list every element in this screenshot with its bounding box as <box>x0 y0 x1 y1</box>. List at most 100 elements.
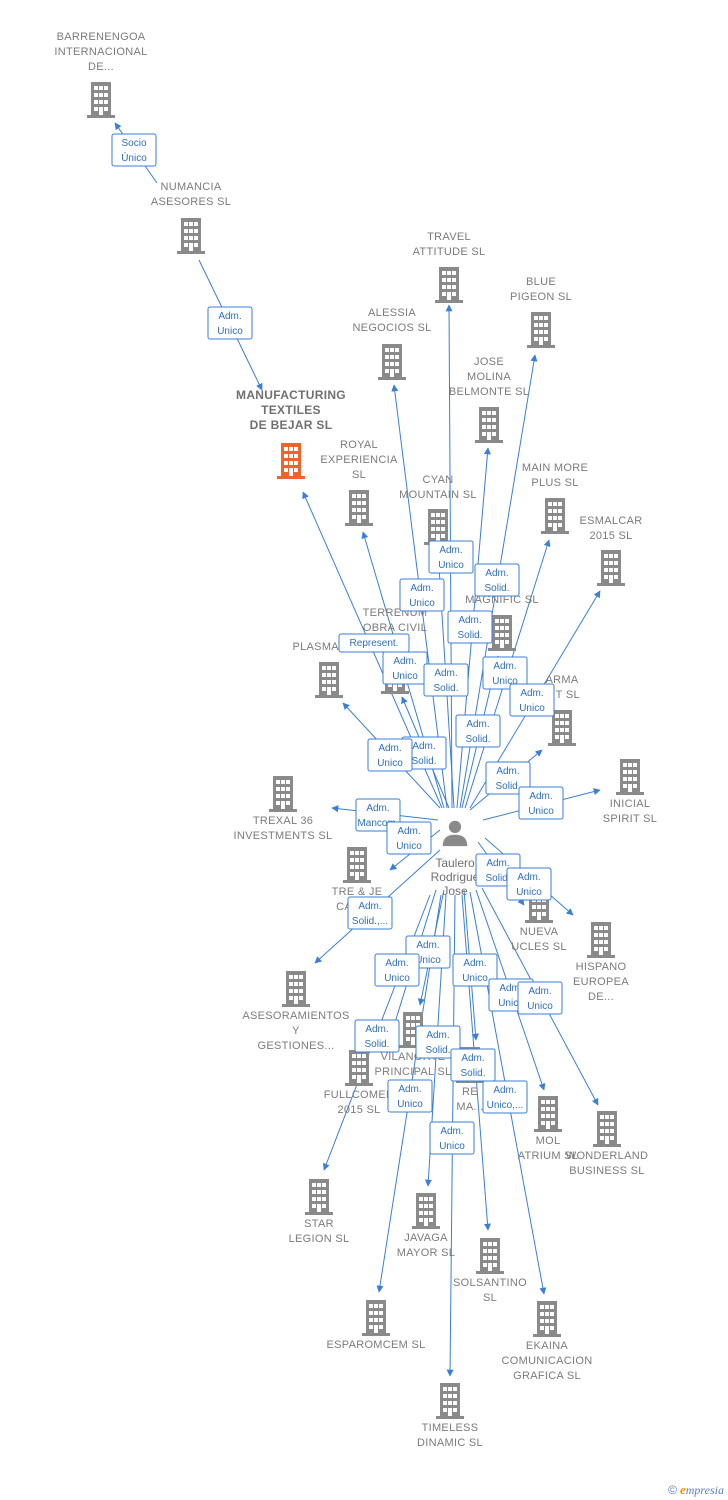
company-name: SPIRIT SL <box>603 813 657 825</box>
company-name: GESTIONES... <box>258 1040 335 1052</box>
relation-label-text: Solid. <box>465 734 490 745</box>
company-node-re[interactable]: REMA... <box>456 1047 484 1113</box>
company-name: WONDERLAND <box>566 1150 648 1162</box>
relation-label-text: Solid. <box>485 873 510 884</box>
relation-label-asesoramientos[interactable]: Adm.Solid.,... <box>347 896 393 930</box>
relation-label-mainmore[interactable]: Adm.Unico <box>482 656 528 690</box>
relation-label-text: Adm. <box>218 311 241 322</box>
relation-label-text: Adm. <box>493 661 516 672</box>
company-name: STAR <box>304 1218 334 1230</box>
relation-label-inicial[interactable]: Adm.Unico <box>518 786 564 820</box>
company-node-magnific[interactable]: MAGNIFIC SL <box>465 594 539 651</box>
relation-label-arma[interactable]: Adm.Solid. <box>485 761 531 795</box>
brand-name: mpresia <box>685 1483 724 1497</box>
person-name: Rodrigue <box>431 870 480 884</box>
relation-label-re[interactable]: Adm. Unico <box>452 953 498 987</box>
company-name: GRAFICA SL <box>513 1370 581 1382</box>
relation-label-text: Adm. <box>463 958 486 969</box>
relation-label-wonderland[interactable]: Adm.Unico <box>517 981 563 1015</box>
relation-label-tre[interactable]: Adm.Unico <box>386 821 432 855</box>
relation-label-magnific[interactable]: Adm.Solid. <box>455 714 501 748</box>
relation-label-plasma[interactable]: Adm.Unico <box>367 738 413 772</box>
relation-label-text: Unico <box>527 1001 553 1012</box>
relation-label-star[interactable]: Adm.Solid. <box>354 1019 400 1053</box>
relation-label-text: Adm. <box>385 958 408 969</box>
relation-label-text: Adm. <box>426 1030 449 1041</box>
relation-label-fullcomer[interactable]: Adm.Unico <box>374 953 420 987</box>
building-icon <box>475 407 503 443</box>
company-name: BELMONTE SL <box>449 386 529 398</box>
company-name: TREXAL 36 <box>253 815 313 827</box>
company-name: ATRIUM SL <box>518 1150 579 1162</box>
relation-label-box <box>367 738 413 772</box>
company-name: PRINCIPAL SL <box>375 1066 452 1078</box>
relation-label-esparomcem[interactable]: Adm.Unico <box>387 1079 433 1113</box>
building-icon <box>597 550 625 586</box>
relation-label-javaga[interactable]: Adm.Solid. <box>415 1025 461 1059</box>
relation-label-manufacturing[interactable]: Adm.Unico <box>207 306 253 340</box>
company-name: MOL <box>536 1135 561 1147</box>
relation-label-blue[interactable]: Adm.Solid. <box>474 563 520 597</box>
company-node-mol[interactable]: MOL ATRIUM SL <box>518 1096 579 1162</box>
relation-label-box <box>428 540 474 574</box>
relation-label-esmalcar[interactable]: Adm.Unico <box>509 683 555 717</box>
building-icon <box>362 1300 390 1336</box>
company-name: TRE & JE <box>332 886 383 898</box>
company-node-esparomcem[interactable]: ESPAROMCEM SL <box>326 1300 425 1351</box>
relation-label-jose[interactable]: Adm.Solid. <box>447 610 493 644</box>
relation-label-hispano[interactable]: Adm.Unico <box>506 867 552 901</box>
empresia-credit[interactable]: ©empresia <box>668 1482 724 1498</box>
building-icon <box>269 776 297 812</box>
relation-label-box <box>474 563 520 597</box>
company-name: OBRA CIVIL <box>363 622 427 634</box>
company-node-asesoramientos[interactable]: ASESORAMIENTOSYGESTIONES... <box>242 971 349 1052</box>
relation-label-royal[interactable]: Adm.Unico <box>382 651 428 685</box>
company-name: Y <box>292 1025 300 1037</box>
company-name: RE <box>462 1086 478 1098</box>
relation-label-ekaina[interactable]: Adm.Unico,... <box>482 1080 528 1114</box>
relation-label-cyan[interactable]: Adm.Solid. <box>423 663 469 697</box>
company-name: TEXTILES <box>261 403 321 417</box>
relation-label-box <box>517 981 563 1015</box>
company-name: DE... <box>588 991 614 1003</box>
relation-label-text: Unico <box>396 841 422 852</box>
relation-label-alessia[interactable]: Adm.Unico <box>399 578 445 612</box>
relation-label-solsantino[interactable]: Adm.Solid. <box>450 1048 496 1082</box>
relation-label-timeless[interactable]: Adm.Unico <box>429 1121 475 1155</box>
relation-label-travel[interactable]: Adm.Unico <box>428 540 474 574</box>
building-icon <box>343 847 371 883</box>
company-name: HISPANO <box>576 961 627 973</box>
relation-label-text: Unico <box>397 1099 423 1110</box>
company-node-barrenengoa[interactable]: BARRENENGOAINTERNACIONALDE... <box>54 31 147 118</box>
relation-label-text: Unico <box>392 671 418 682</box>
relation-label-text: Adm. <box>434 668 457 679</box>
relation-label-text: Unico <box>462 973 488 984</box>
relation-label-text: Adm. <box>412 741 435 752</box>
relation-label-text: Solid. <box>364 1039 389 1050</box>
relation-label-manufacturing[interactable]: Represent. <box>338 633 410 653</box>
company-node-hispano[interactable]: HISPANOEUROPEADE... <box>573 922 629 1003</box>
company-name: ASESORES SL <box>151 196 231 208</box>
